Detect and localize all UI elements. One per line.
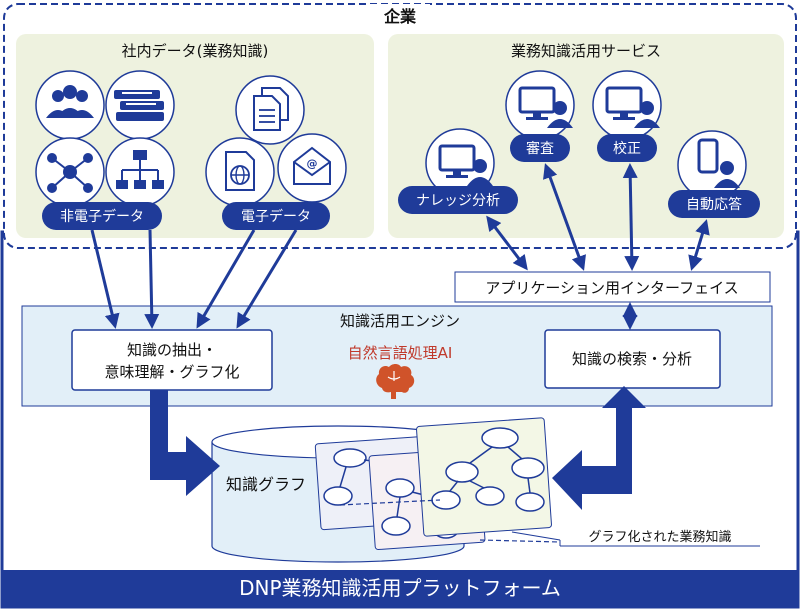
arrow-non-electronic-2 [144, 229, 160, 329]
arrow-non-electronic-1 [90, 229, 120, 329]
arrow-api-proofreading [622, 163, 640, 271]
arrow-extraction-to-graph [150, 390, 220, 496]
monitor-user-icon [505, 70, 575, 140]
documents-icon [235, 75, 305, 145]
nlp-label: 自然言語処理AI [348, 344, 453, 362]
non-electronic-data-label: 非電子データ [60, 208, 144, 225]
svg-text:@: @ [307, 157, 318, 170]
extraction-box [71, 329, 273, 391]
auto-response-label: 自動応答 [686, 196, 742, 213]
review-label: 審査 [526, 141, 554, 157]
org-chart-icon [105, 137, 175, 207]
proofreading-label: 校正 [613, 140, 641, 157]
enterprise-title-bg [370, 4, 430, 26]
graph-card [416, 417, 552, 537]
smartphone-user-icon [677, 130, 747, 200]
network-icon [35, 137, 105, 207]
graph-caption: グラフ化された業務知識 [588, 529, 731, 545]
graph-link-dashed [339, 499, 441, 506]
platform-title: DNP業務知識活用プラットフォーム [239, 576, 561, 600]
books-icon [105, 70, 175, 140]
electronic-data-badge [222, 202, 330, 230]
email-icon: @ [277, 133, 347, 203]
api-label: アプリケーション用インターフェイス [485, 279, 738, 297]
search-analysis-box [544, 329, 721, 389]
knowledge-analysis-label: ナレッジ分析 [416, 193, 500, 209]
non-electronic-data-badge [42, 202, 162, 230]
caption-leader [511, 531, 561, 541]
monitor-user-icon [425, 128, 495, 198]
internal-data-title: 社内データ(業務知識) [122, 42, 269, 60]
graph-link-dashed [479, 539, 561, 543]
brain-icon [376, 364, 415, 399]
knowledge-analysis-badge [398, 186, 518, 214]
api-bar [454, 271, 771, 303]
auto-response-badge [668, 190, 760, 218]
web-document-icon [205, 137, 275, 207]
proofreading-badge [597, 134, 657, 162]
arrow-api-auto-response [688, 219, 710, 271]
review-badge [510, 134, 570, 162]
extraction-line1: 知識の抽出・ [127, 341, 217, 359]
extraction-line2: 意味理解・グラフ化 [104, 363, 239, 381]
knowledge-graph-label: 知識グラフ [226, 475, 306, 494]
arrow-api-knowledge-analysis [486, 215, 528, 271]
search-analysis-label: 知識の検索・分析 [572, 350, 692, 368]
arrow-electronic-2 [236, 229, 298, 329]
engine-title: 知識活用エンジン [340, 312, 460, 330]
arrow-api-review [543, 163, 586, 271]
electronic-data-label: 電子データ [241, 208, 311, 225]
services-title: 業務知識活用サービス [511, 42, 661, 60]
arrow-graph-search [552, 386, 646, 510]
enterprise-title: 企業 [383, 7, 417, 26]
monitor-user-icon [592, 70, 662, 140]
arrow-electronic-1 [196, 229, 256, 329]
people-icon [35, 70, 105, 140]
platform-title-bar [2, 570, 798, 607]
